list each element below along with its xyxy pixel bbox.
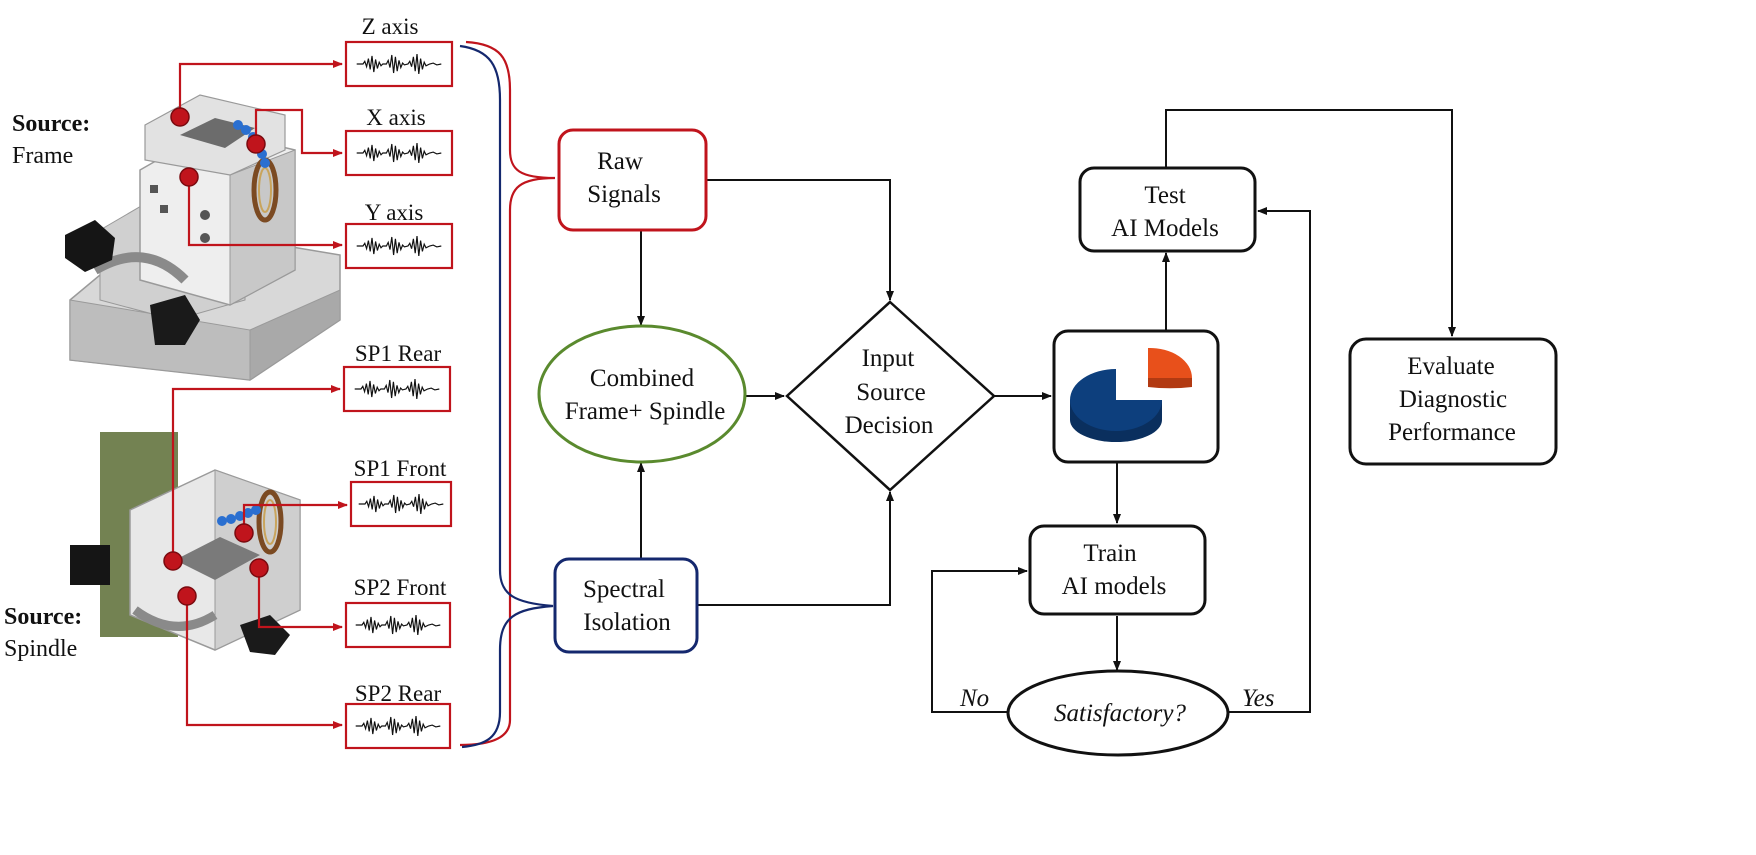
signal-label: Z axis — [362, 14, 419, 39]
node-label: Performance — [1388, 419, 1516, 446]
evaluate-diagnostic-performance-node: Evaluate Diagnostic Performance — [1348, 337, 1558, 466]
sensor-dot-z — [170, 107, 190, 127]
sensor-connectors — [171, 60, 348, 729]
pie-chart-icon — [1070, 347, 1193, 442]
spindle-machine-image — [70, 432, 301, 655]
signal-y-axis: Y axis — [344, 200, 454, 270]
signal-z-axis: Z axis — [344, 14, 454, 88]
signal-sp2-front: SP2 Front — [344, 575, 452, 649]
node-label: Satisfactory? — [1054, 700, 1186, 727]
frame-source-name: Frame — [12, 143, 73, 169]
signal-sp1-front: SP1 Front — [349, 456, 453, 528]
node-label: Combined — [590, 365, 695, 392]
signal-label: X axis — [366, 105, 425, 130]
node-label: Decision — [845, 412, 934, 439]
sensor-dot-sp1-rear — [163, 551, 183, 571]
node-label: Train — [1083, 540, 1137, 567]
node-label: Raw — [597, 148, 643, 175]
sensor-dot-y — [179, 167, 199, 187]
node-label: Input — [862, 345, 915, 372]
frame-source-label: Source: — [12, 111, 90, 137]
train-ai-models-node: Train AI models — [1028, 524, 1207, 616]
spindle-source-label: Source: — [4, 604, 82, 630]
signal-sp2-rear: SP2 Rear — [344, 681, 452, 750]
node-label: Test — [1144, 182, 1185, 209]
raw-signals-brace — [459, 40, 556, 747]
signal-sp1-rear: SP1 Rear — [342, 341, 452, 413]
spectral-isolation-brace — [459, 44, 554, 749]
signal-label: SP1 Front — [354, 456, 447, 481]
signal-label: SP1 Rear — [355, 341, 442, 366]
node-label: AI models — [1062, 573, 1167, 600]
signal-x-axis: X axis — [344, 105, 454, 177]
raw-signals-node: Raw Signals — [557, 128, 708, 232]
signal-label: SP2 Front — [354, 575, 447, 600]
combined-frame-spindle-node: Combined Frame+ Spindle — [537, 324, 747, 464]
no-edge-label: No — [959, 685, 989, 712]
frame-machine-image — [65, 94, 341, 381]
sensor-dot-sp1-front — [234, 523, 254, 543]
node-label: Frame+ Spindle — [565, 398, 726, 425]
node-label: Signals — [587, 181, 661, 208]
input-source-decision-node: Input Source Decision — [785, 300, 996, 492]
sensor-dot-sp2-rear — [177, 586, 197, 606]
node-label: Diagnostic — [1399, 386, 1507, 413]
flow-connectors — [637, 109, 1456, 713]
signal-label: SP2 Rear — [355, 681, 442, 706]
yes-edge-label: Yes — [1242, 685, 1274, 712]
spindle-source-name: Spindle — [4, 636, 77, 662]
node-label: AI Models — [1111, 215, 1219, 242]
sensor-dots — [163, 107, 269, 606]
spectral-isolation-node: Spectral Isolation — [553, 557, 699, 654]
ai-model-node — [1052, 329, 1220, 464]
sensor-dot-x — [246, 134, 266, 154]
node-label: Isolation — [583, 609, 671, 636]
signal-label: Y axis — [365, 200, 424, 225]
sensor-dot-sp2-front — [249, 558, 269, 578]
node-label: Spectral — [583, 576, 665, 603]
satisfactory-node: Satisfactory? — [1006, 669, 1230, 757]
node-label: Source — [856, 379, 925, 406]
signal-box — [344, 702, 452, 750]
node-label: Evaluate — [1407, 353, 1494, 380]
signal-box — [344, 601, 452, 649]
test-ai-models-node: Test AI Models — [1078, 166, 1257, 253]
